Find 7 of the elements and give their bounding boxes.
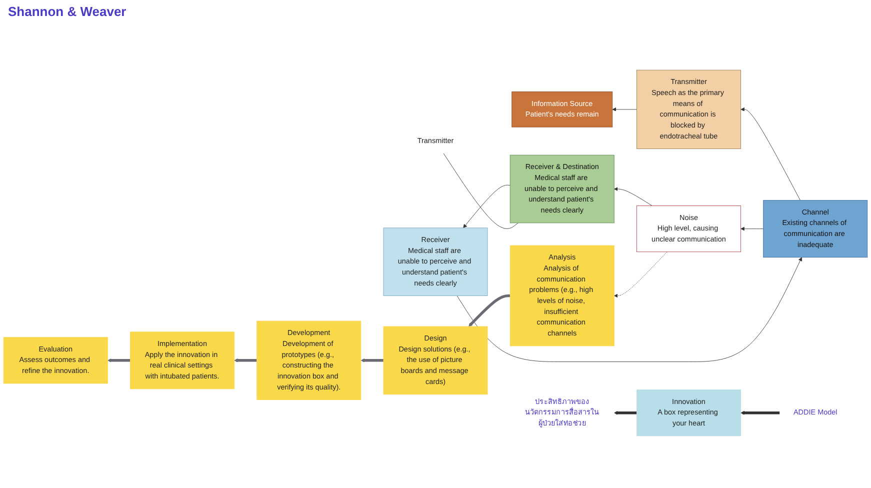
arrow — [468, 294, 510, 327]
arrow — [107, 358, 130, 362]
arrow — [614, 410, 637, 415]
arrow — [360, 358, 384, 362]
diagram-title: Shannon & Weaver — [8, 4, 126, 19]
arrow — [234, 358, 257, 362]
arrow — [740, 410, 780, 415]
